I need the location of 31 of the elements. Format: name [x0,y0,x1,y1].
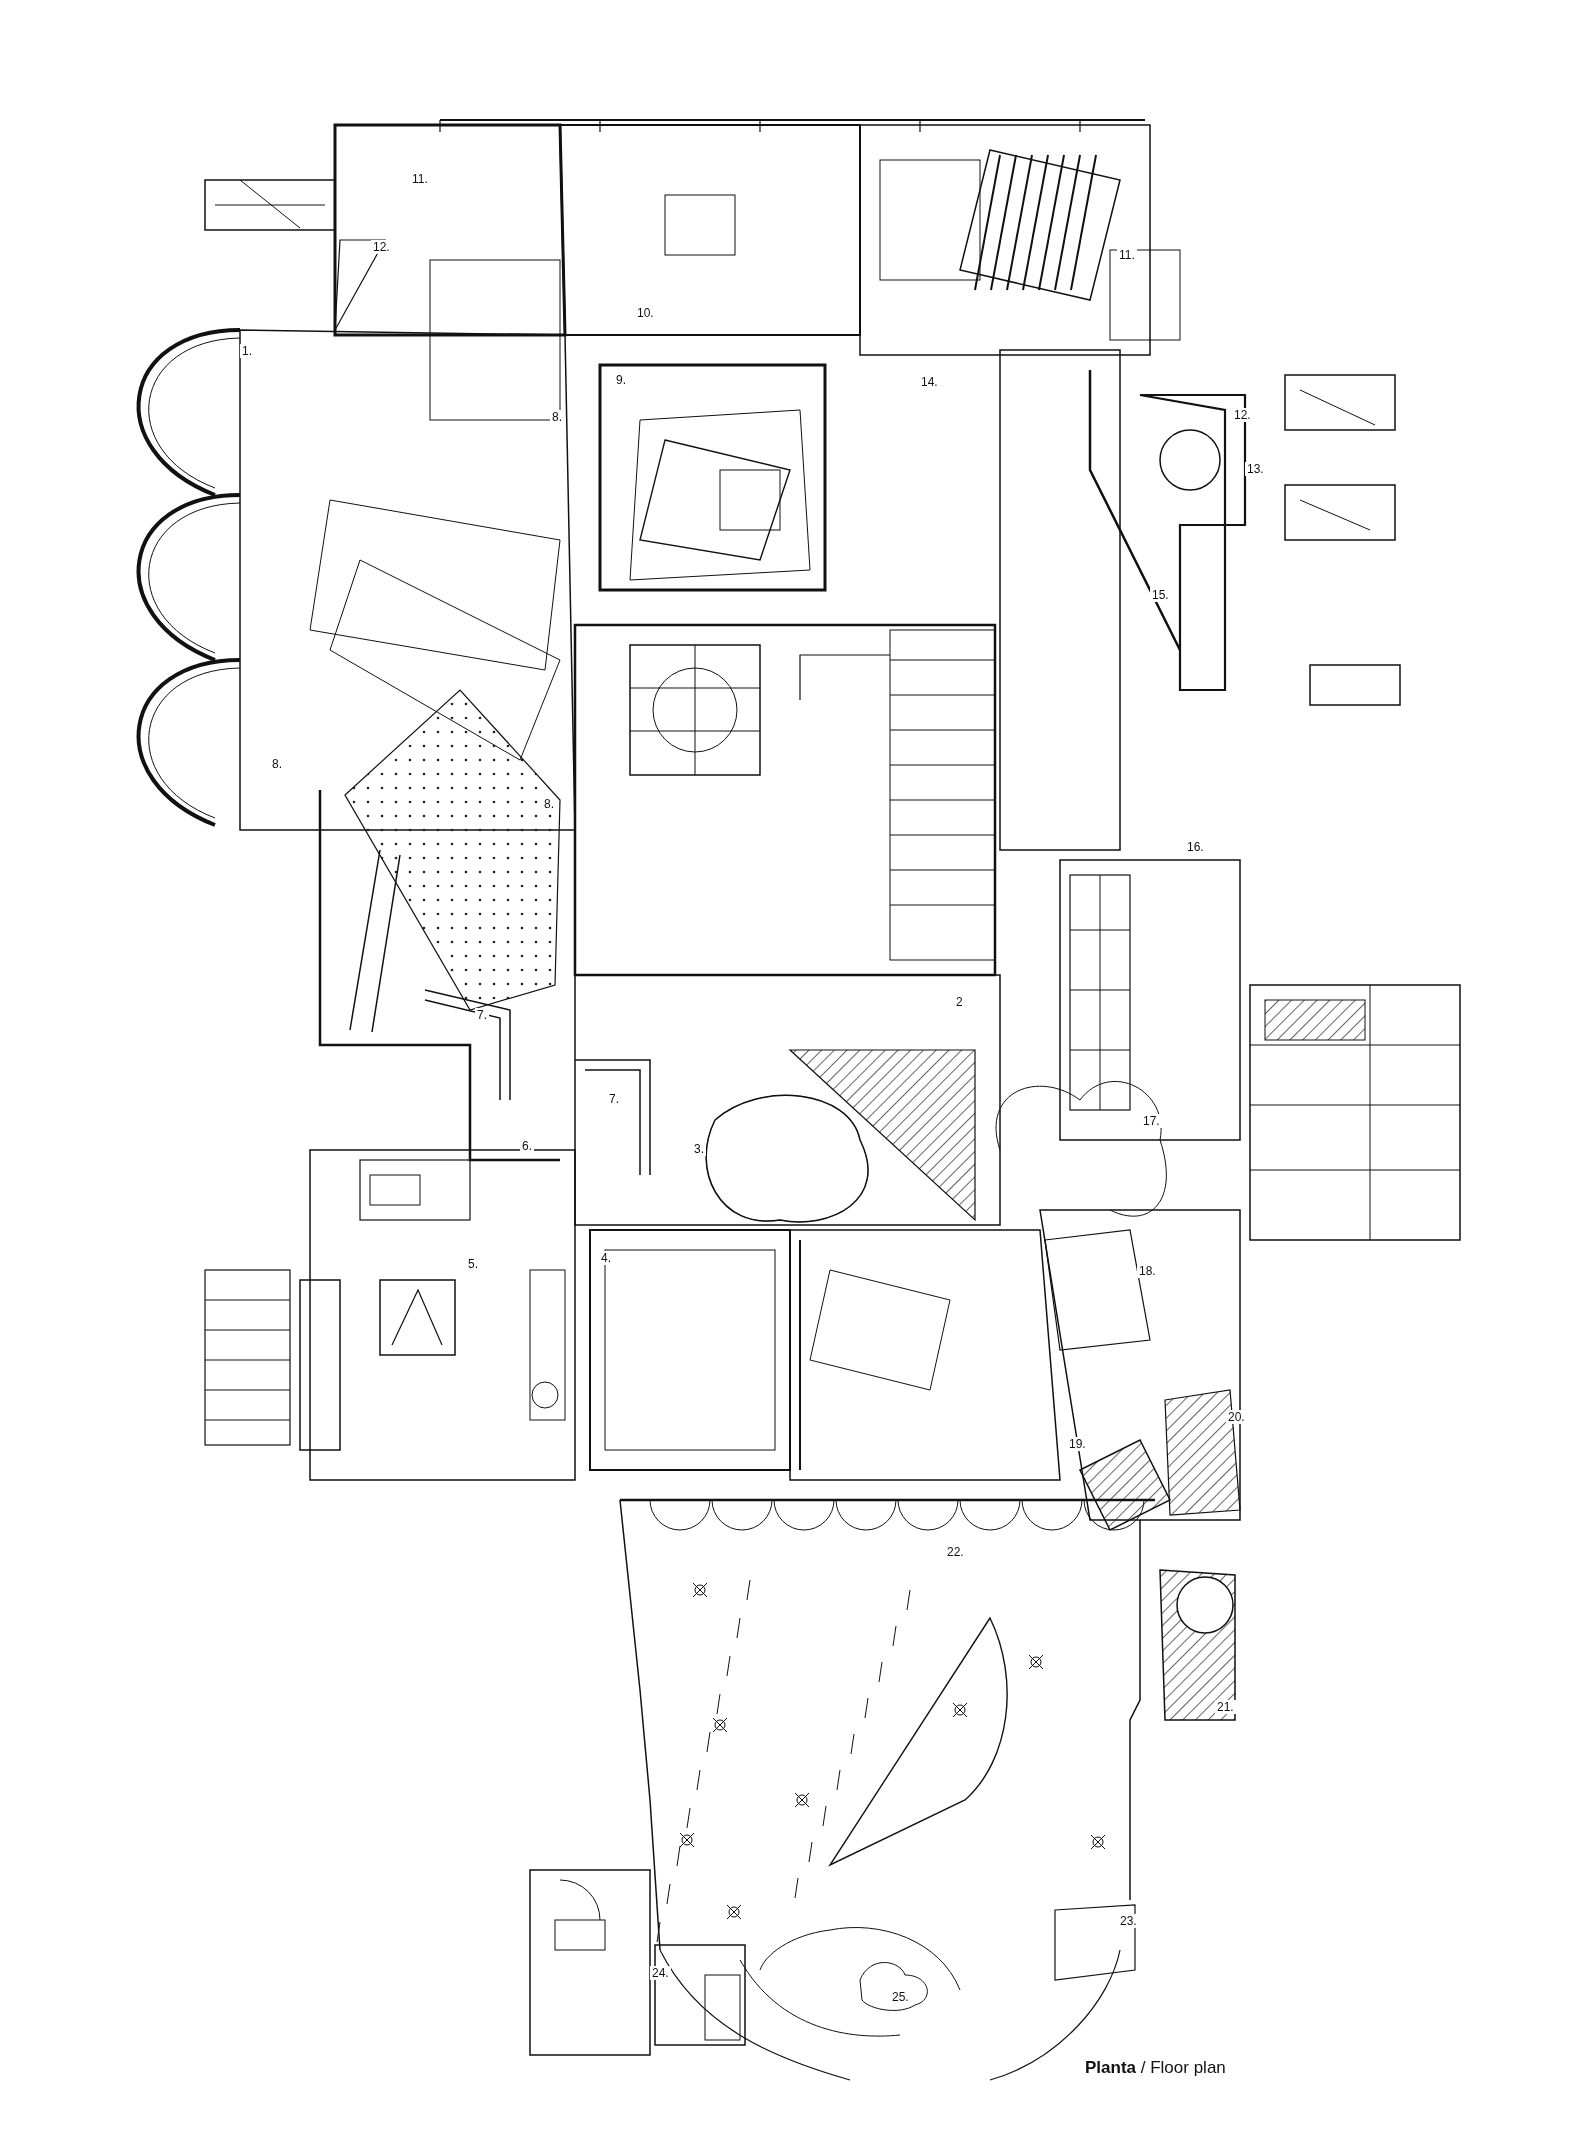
room-number: 24. [650,1966,671,1980]
room-number: 14. [919,375,940,389]
room-number: 6. [520,1139,534,1153]
room-number: 3. [692,1142,706,1156]
room-number: 17. [1141,1114,1162,1128]
room-number: 7. [607,1092,621,1106]
room-number: 21. [1215,1700,1236,1714]
room-number: 8. [550,410,564,424]
room-number: 13. [1245,462,1266,476]
room-number: 22. [945,1545,966,1559]
room-number: 8. [270,757,284,771]
room-number: 5. [466,1257,480,1271]
room-number: 12. [371,240,392,254]
room-number: 11. [1117,248,1137,262]
room-number: 15. [1150,588,1171,602]
room-number: 18. [1137,1264,1158,1278]
room-number: 2 [954,995,965,1009]
room-number: 12. [1232,408,1253,422]
room-number: 7. [475,1008,489,1022]
room-number: 16. [1185,840,1206,854]
room-number: 4. [599,1251,613,1265]
caption: Planta / Floor plan [1085,2058,1226,2078]
room-number: 25. [890,1990,911,2004]
room-number: 19. [1067,1437,1088,1451]
room-number: 10. [635,306,656,320]
room-number: 11. [410,172,430,186]
room-number: 1. [240,344,254,358]
room-number: 23. [1118,1914,1139,1928]
room-number: 8. [542,797,556,811]
room-number: 9. [614,373,628,387]
room-number: 20. [1226,1410,1247,1424]
